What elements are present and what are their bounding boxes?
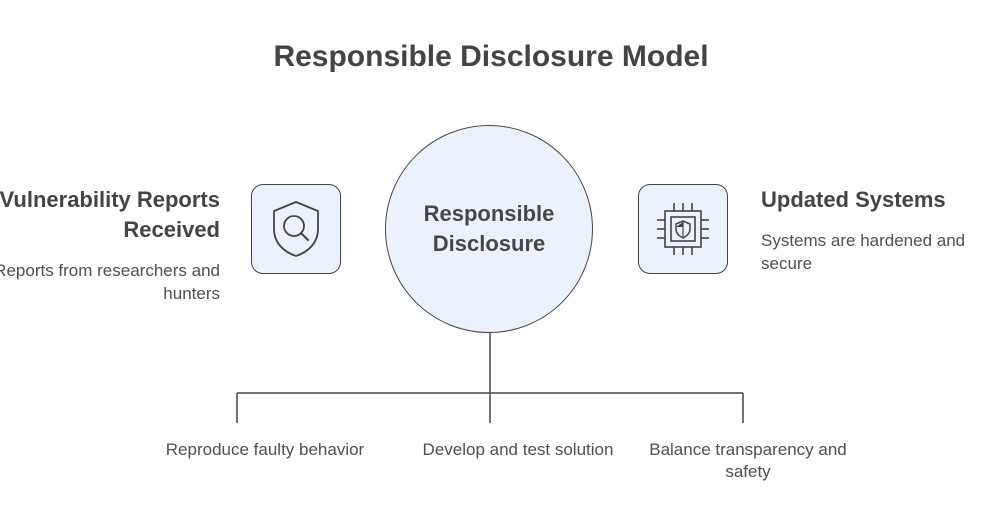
center-node: Responsible Disclosure [385,125,593,333]
diagram-title: Responsible Disclosure Model [273,40,709,73]
right-description: Systems are hardened and secure [761,231,966,273]
center-node-label: Responsible Disclosure [423,201,555,256]
right-icon-box [638,184,728,274]
branch-label-1: Reproduce faulty behavior [165,440,365,459]
shield-search-icon [273,201,319,257]
chip-shield-icon [657,203,709,255]
left-heading: Vulnerability Reports Received [0,187,220,242]
left-description: Reports from researchers and hunters [0,261,220,303]
branch-label-3: Balance transparency and safety [649,440,847,481]
right-heading: Updated Systems [761,187,946,212]
left-icon-box [251,184,341,274]
branch-label-2: Develop and test solution [422,440,614,459]
